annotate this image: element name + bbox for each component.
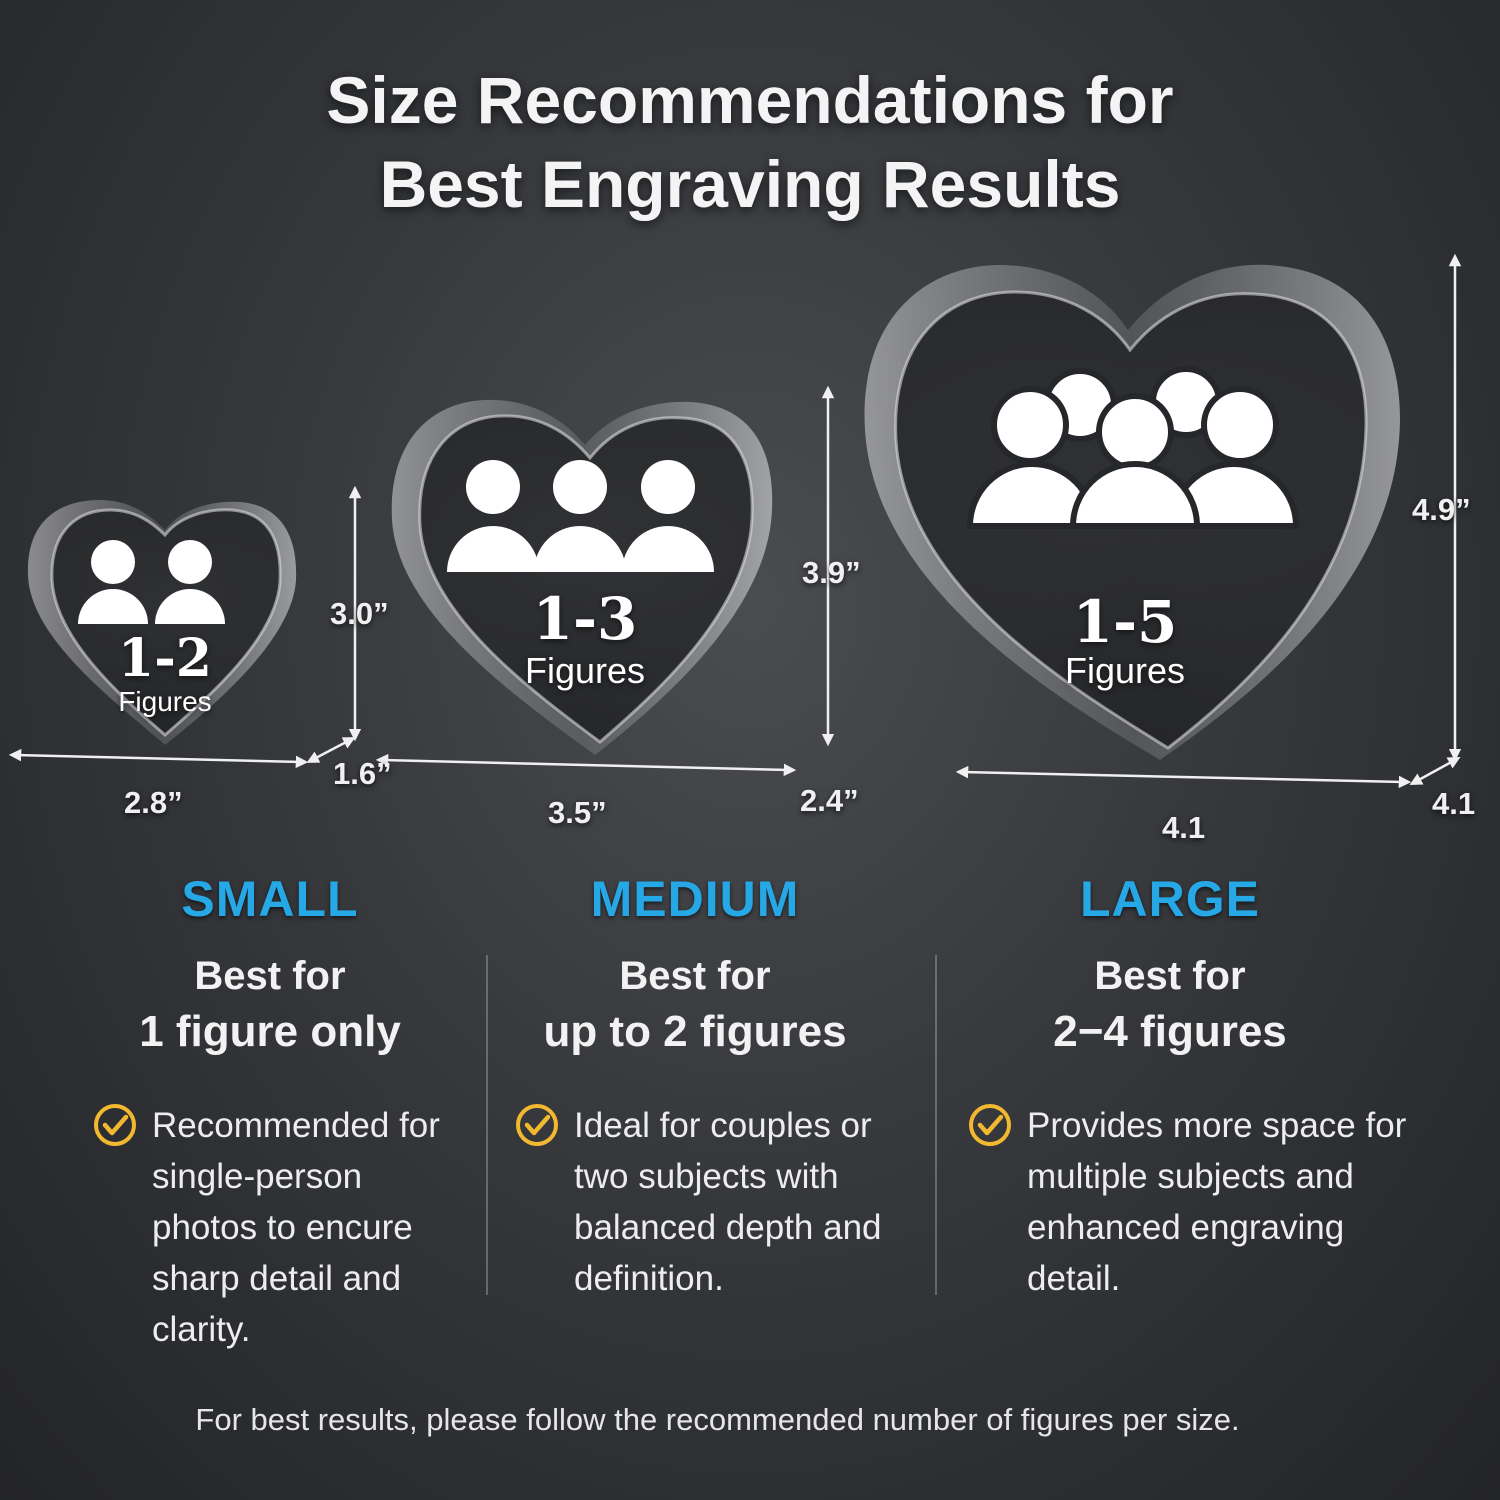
small-best-for: Best for	[194, 954, 346, 998]
column-divider-2	[935, 955, 937, 1295]
medium-size-name: MEDIUM	[590, 871, 800, 927]
small-heart	[27, 500, 297, 745]
medium-figures-range: 1-3	[532, 585, 638, 653]
medium-heart	[391, 399, 773, 755]
small-best-count: 1 figure only	[139, 1007, 401, 1056]
small-figures-label: Figures	[118, 686, 212, 717]
check-circle-icon	[94, 1104, 136, 1146]
large-size-name: LARGE	[1080, 871, 1260, 927]
title-line-1: Size Recommendations for	[326, 63, 1174, 137]
large-height-label: 4.9”	[1412, 492, 1471, 527]
medium-height-label: 3.9”	[802, 555, 861, 590]
small-size-name: SMALL	[181, 871, 359, 927]
medium-column: MEDIUM Best for up to 2 figures	[490, 870, 900, 1062]
medium-benefit: Ideal for couples or two subjects with b…	[516, 1100, 926, 1304]
large-width-label: 4.1	[1162, 810, 1206, 845]
medium-width-label: 3.5”	[548, 795, 607, 830]
medium-figures-label: Figures	[524, 650, 646, 691]
medium-depth-label: 2.4”	[800, 783, 859, 818]
small-figures-range: 1-2	[118, 628, 212, 689]
large-best-for: Best for	[1094, 954, 1246, 998]
check-circle-icon	[516, 1104, 558, 1146]
medium-best-count: up to 2 figures	[543, 1007, 847, 1056]
medium-benefit-text: Ideal for couples or two subjects with b…	[574, 1106, 882, 1298]
three-people-icon	[447, 460, 714, 572]
page-title: Size Recommendations for Best Engraving …	[0, 58, 1500, 226]
large-depth-label: 4.1	[1432, 786, 1476, 821]
medium-best-for: Best for	[619, 954, 771, 998]
dimension-lines	[8, 253, 1462, 789]
large-figures-range: 1-5	[1072, 588, 1178, 656]
small-column: SMALL Best for 1 figure only	[70, 870, 470, 1062]
large-heart	[864, 264, 1400, 760]
check-circle-icon	[969, 1104, 1011, 1146]
small-benefit-text: Recommended for single-person photos to …	[152, 1106, 440, 1349]
small-benefit: Recommended for single-person photos to …	[94, 1100, 472, 1355]
small-height-label: 3.0”	[330, 596, 389, 631]
large-column: LARGE Best for 2−4 figures	[970, 870, 1370, 1062]
five-people-icon	[966, 366, 1300, 529]
large-benefit-text: Provides more space for multiple subject…	[1027, 1106, 1407, 1298]
title-line-2: Best Engraving Results	[379, 147, 1121, 221]
small-width-label: 2.8”	[124, 785, 183, 820]
large-best-count: 2−4 figures	[1053, 1007, 1287, 1056]
footer-note: For best results, please follow the reco…	[195, 1402, 1240, 1437]
two-people-icon	[78, 540, 225, 624]
small-depth-label: 1.6”	[333, 756, 392, 791]
column-divider-1	[486, 955, 488, 1295]
large-benefit: Provides more space for multiple subject…	[969, 1100, 1417, 1304]
large-figures-label: Figures	[1064, 650, 1186, 691]
